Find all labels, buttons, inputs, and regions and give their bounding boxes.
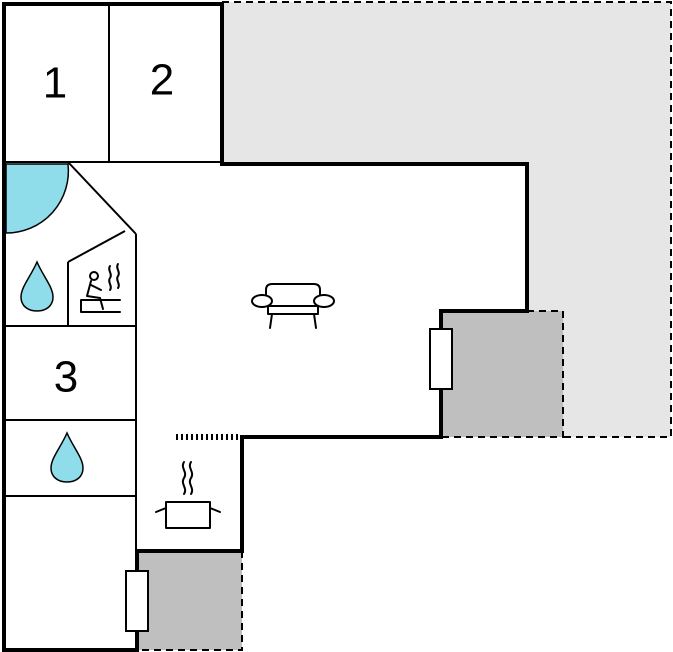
room-label-1: 1 <box>43 59 67 108</box>
outdoor-area <box>222 1 672 438</box>
interior-walls <box>4 4 222 551</box>
outer-walls <box>2 2 529 652</box>
terrace-bottom <box>137 551 243 651</box>
door-icon <box>125 570 149 632</box>
terrace-right <box>441 310 564 438</box>
room-label-3: 3 <box>54 353 78 402</box>
sofa-icon <box>251 283 335 329</box>
water-drop-icon <box>50 431 84 483</box>
sauna-icon <box>80 263 121 313</box>
water-drop-icon <box>20 260 54 312</box>
cooking-pot-icon <box>155 461 221 529</box>
door-icon <box>429 328 453 390</box>
shower-icon <box>5 163 70 234</box>
room-label-2: 2 <box>150 56 174 105</box>
